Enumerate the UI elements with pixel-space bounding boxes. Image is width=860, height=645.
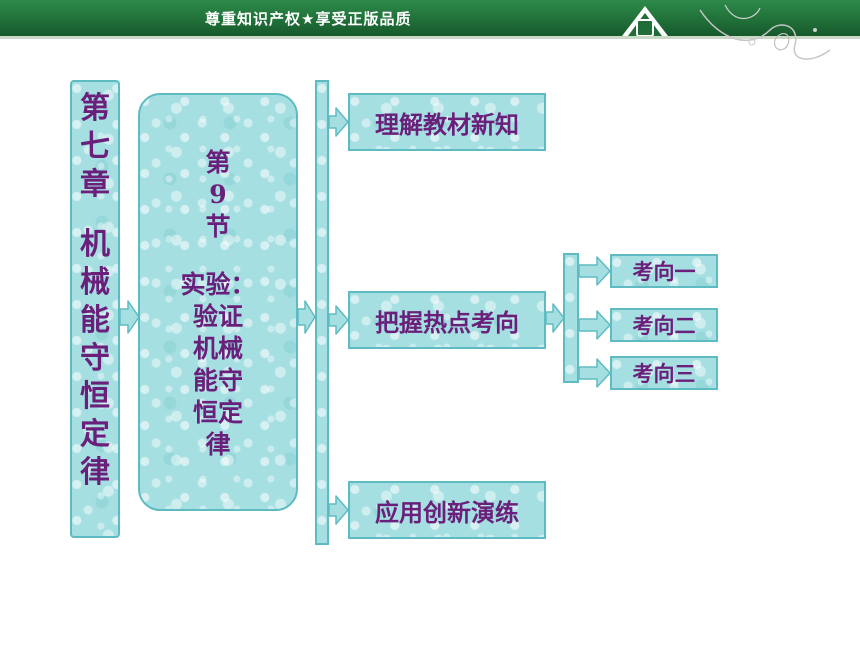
arrow-to-topic-3 bbox=[328, 495, 349, 525]
chapter-title-char: 律 bbox=[80, 455, 110, 490]
chapter-title-char: 恒 bbox=[80, 379, 110, 414]
arrow-topic-to-subbar bbox=[545, 303, 565, 333]
section-title-line: 能守 bbox=[192, 366, 243, 395]
section-number-line: 节 bbox=[205, 212, 231, 241]
main-connector-bar bbox=[315, 80, 329, 545]
chapter-char: 第 bbox=[80, 91, 110, 126]
arrow-to-subtopic-2 bbox=[578, 310, 611, 340]
section-title-line: 恒定 bbox=[192, 398, 243, 427]
arrow-to-subtopic-1 bbox=[578, 256, 611, 286]
section-box: 第 9 节 实验： 验证 机械 能守 恒定 律 bbox=[138, 93, 298, 511]
chapter-box: 第 七 章 机 械 能 守 恒 定 律 bbox=[70, 80, 120, 538]
subtopic-direction-1[interactable]: 考向一 bbox=[610, 254, 718, 288]
header-divider bbox=[0, 36, 860, 39]
topic-label: 理解教材新知 bbox=[375, 109, 519, 139]
arrow-section-to-bar bbox=[297, 300, 316, 334]
topic-label: 应用创新演练 bbox=[375, 497, 519, 527]
subtopic-direction-3[interactable]: 考向三 bbox=[610, 356, 718, 390]
topic-understand-textbook[interactable]: 理解教材新知 bbox=[348, 93, 546, 151]
logo-icon bbox=[622, 6, 668, 36]
subtopic-label: 考向一 bbox=[632, 259, 696, 284]
arrow-chapter-to-section bbox=[119, 300, 140, 334]
section-title-line: 机械 bbox=[192, 334, 243, 363]
header-slogan: 尊重知识产权★享受正版品质 bbox=[205, 10, 412, 28]
chapter-title-char: 械 bbox=[80, 265, 110, 300]
section-title-line: 验证 bbox=[192, 302, 243, 331]
subtopic-label: 考向三 bbox=[632, 361, 696, 386]
arrow-to-topic-1 bbox=[328, 107, 349, 137]
section-title-line: 实验： bbox=[180, 270, 256, 299]
section-number-line: 第 bbox=[205, 148, 231, 177]
arrow-to-subtopic-3 bbox=[578, 358, 611, 388]
chapter-char: 七 bbox=[80, 129, 110, 164]
chapter-title-char: 机 bbox=[80, 227, 110, 262]
section-number-line: 9 bbox=[209, 180, 227, 209]
arrow-to-topic-2 bbox=[328, 305, 349, 335]
topic-label: 把握热点考向 bbox=[375, 307, 519, 337]
chapter-title-char: 能 bbox=[80, 303, 110, 338]
decorative-swirl-icon bbox=[699, 4, 831, 60]
chapter-title-char: 守 bbox=[80, 341, 110, 376]
subtopic-label: 考向二 bbox=[632, 313, 696, 338]
topic-innovation-practice[interactable]: 应用创新演练 bbox=[348, 481, 546, 539]
subtopic-direction-2[interactable]: 考向二 bbox=[610, 308, 718, 342]
chapter-title-char: 定 bbox=[80, 417, 110, 452]
chapter-char: 章 bbox=[80, 167, 110, 202]
section-title-line: 律 bbox=[205, 430, 231, 459]
header-bar bbox=[0, 0, 860, 36]
topic-hot-directions[interactable]: 把握热点考向 bbox=[348, 291, 546, 349]
